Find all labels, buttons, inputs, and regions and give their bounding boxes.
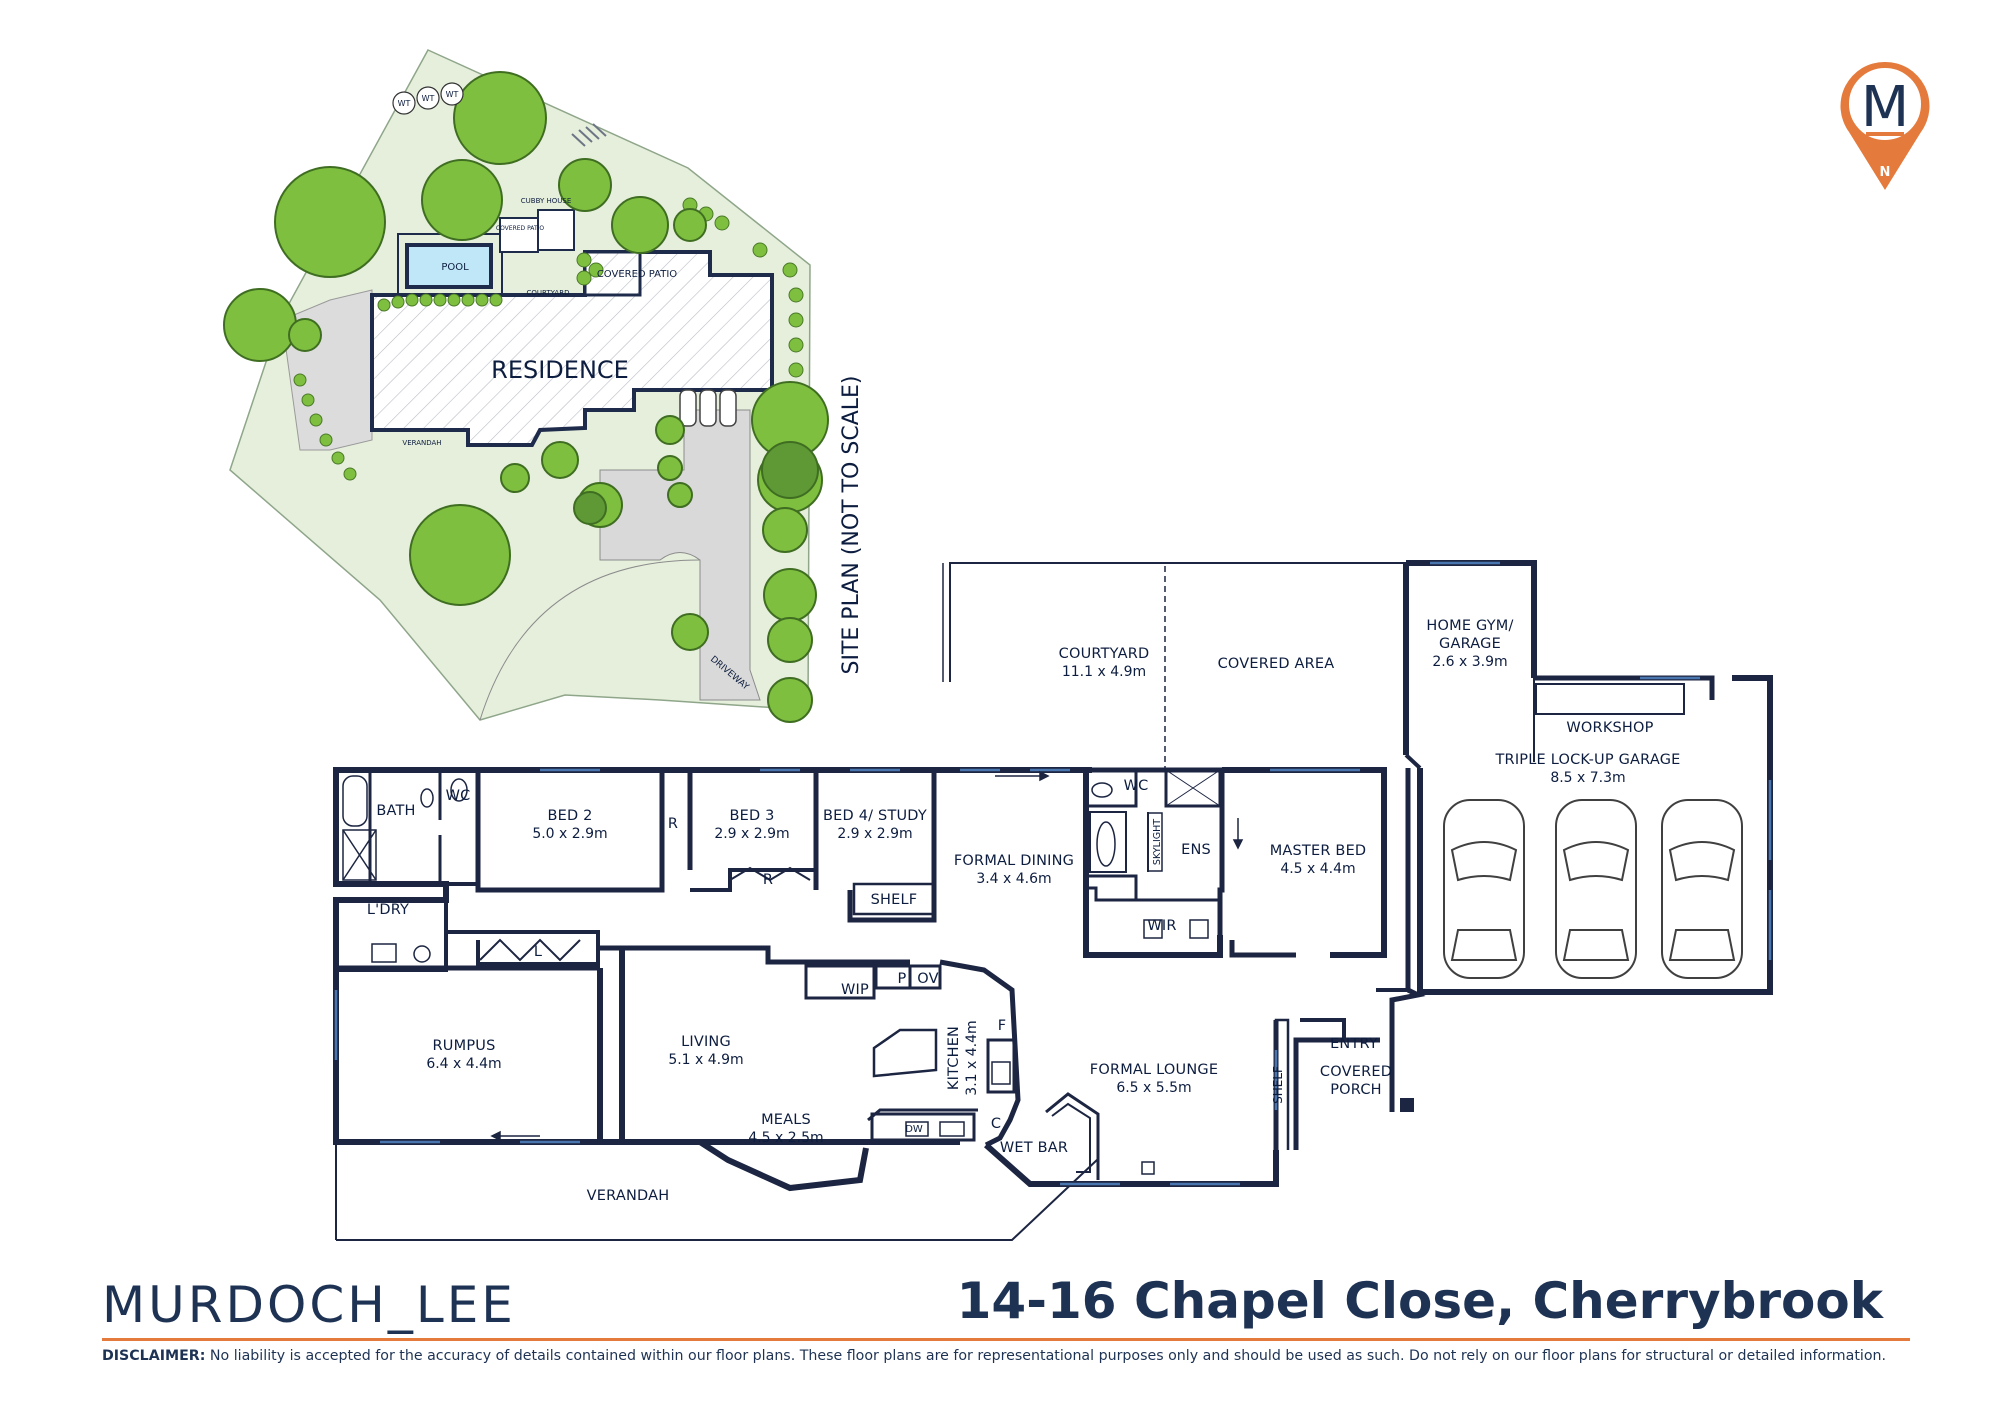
fixtures xyxy=(342,775,1209,1175)
dishwasher-label: DW xyxy=(905,1124,923,1135)
door-arrows xyxy=(490,770,1244,1142)
master-bed-dims: 4.5 x 4.4m xyxy=(1280,861,1355,877)
meals-label: MEALS xyxy=(761,1112,811,1128)
windows xyxy=(334,561,1772,1186)
wet-bar-label: WET BAR xyxy=(1000,1140,1068,1156)
site-cubby-label: CUBBY HOUSE xyxy=(521,197,572,205)
fridge-label: F xyxy=(998,1018,1007,1034)
wc2-label: WC xyxy=(1124,778,1149,794)
rumpus-label: RUMPUS xyxy=(433,1038,496,1054)
laundry-label: L'DRY xyxy=(367,902,409,918)
robe-label: R xyxy=(763,872,773,888)
verandah-label: VERANDAH xyxy=(587,1188,670,1204)
bed3-dims: 2.9 x 2.9m xyxy=(714,826,789,842)
garage-cars xyxy=(1443,799,1743,979)
site-trees xyxy=(223,71,829,723)
site-pool-label: POOL xyxy=(441,262,469,273)
disclaimer-text: No liability is accepted for the accurac… xyxy=(209,1348,1887,1364)
room-labels: BATH WC BED 2 5.0 x 2.9m R BED 3 2.9 x 2… xyxy=(367,618,1681,1204)
water-tank-label: WT xyxy=(422,94,435,103)
courtyard-label: COURTYARD xyxy=(1059,646,1150,662)
disclaimer: DISCLAIMER: No liability is accepted for… xyxy=(102,1348,1922,1364)
entry-label: ENTRY xyxy=(1330,1036,1378,1052)
living-dims: 5.1 x 4.9m xyxy=(668,1052,743,1068)
garage-dims: 8.5 x 7.3m xyxy=(1550,770,1625,786)
home-gym-label-2: GARAGE xyxy=(1439,636,1501,652)
north-logo: M N xyxy=(1840,61,1930,190)
water-tank-label: WT xyxy=(446,90,459,99)
site-driveway xyxy=(599,409,761,701)
logo-letter: M xyxy=(1861,75,1909,140)
wc1-label: WC xyxy=(446,788,471,804)
site-courtyard-label: COURTYARD xyxy=(527,289,570,297)
home-gym-label: HOME GYM/ xyxy=(1426,618,1513,634)
pantry-label: P xyxy=(898,971,907,987)
bed4-label: BED 4/ STUDY xyxy=(823,808,927,824)
covered-porch-label: COVERED xyxy=(1320,1064,1392,1080)
courtyard-dims: 11.1 x 4.9m xyxy=(1062,664,1146,680)
master-bed-label: MASTER BED xyxy=(1270,843,1367,859)
skylight-label: SKYLIGHT xyxy=(1152,819,1163,865)
bath-label: BATH xyxy=(376,803,415,819)
formal-lounge-label: FORMAL LOUNGE xyxy=(1090,1062,1218,1078)
site-residence-label: RESIDENCE xyxy=(491,356,629,384)
garage-label: TRIPLE LOCK-UP GARAGE xyxy=(1495,752,1681,768)
formal-dining-label: FORMAL DINING xyxy=(954,853,1074,869)
kitchen-dims: 3.1 x 4.4m xyxy=(964,1020,980,1095)
formal-lounge-dims: 6.5 x 5.5m xyxy=(1116,1080,1191,1096)
covered-porch-label-2: PORCH xyxy=(1330,1082,1382,1098)
property-address: 14-16 Chapel Close, Cherrybrook xyxy=(956,1272,1883,1330)
home-gym-dims: 2.6 x 3.9m xyxy=(1432,654,1507,670)
covered-area-label: COVERED AREA xyxy=(1218,656,1335,672)
site-pool xyxy=(405,243,493,289)
bed4-dims: 2.9 x 2.9m xyxy=(837,826,912,842)
footer-rule xyxy=(102,1338,1910,1341)
oven-label: OV xyxy=(917,971,938,987)
bed3-label: BED 3 xyxy=(729,808,774,824)
shelf2-label: SHELF xyxy=(1271,1066,1285,1104)
site-verandah-label: VERANDAH xyxy=(402,439,441,447)
water-tank-label: WT xyxy=(398,99,411,108)
shelf-label: SHELF xyxy=(871,892,918,908)
ensuite-label: ENS xyxy=(1181,842,1211,858)
kitchen-label: KITCHEN xyxy=(946,1026,962,1090)
site-covered-patio-label: COVERED PATIO xyxy=(597,269,677,280)
rumpus-dims: 6.4 x 4.4m xyxy=(426,1056,501,1072)
north-label: N xyxy=(1880,165,1891,180)
disclaimer-label: DISCLAIMER: xyxy=(102,1348,206,1364)
workshop-label: WORKSHOP xyxy=(1566,720,1653,736)
formal-dining-dims: 3.4 x 4.6m xyxy=(976,871,1051,887)
bed2-dims: 5.0 x 2.9m xyxy=(532,826,607,842)
bed2-label: BED 2 xyxy=(547,808,592,824)
brand-wordmark: MURDOCH_LEE xyxy=(102,1276,516,1334)
site-plan: WT WT WT RESIDENCE POOL COVERED PATIO CU… xyxy=(223,49,864,723)
meals-dims: 4.5 x 2.5m xyxy=(748,1130,823,1146)
cupboard-label: C xyxy=(991,1116,1001,1132)
linen-label: L xyxy=(534,944,542,960)
wip-label: WIP xyxy=(841,982,869,998)
wir-label: WIR xyxy=(1147,918,1176,934)
site-covered-patio-small-label: COVERED PATIO xyxy=(496,225,544,232)
robe-label: R xyxy=(668,816,678,832)
site-plan-title: SITE PLAN (NOT TO SCALE) xyxy=(839,376,864,675)
living-label: LIVING xyxy=(681,1034,731,1050)
